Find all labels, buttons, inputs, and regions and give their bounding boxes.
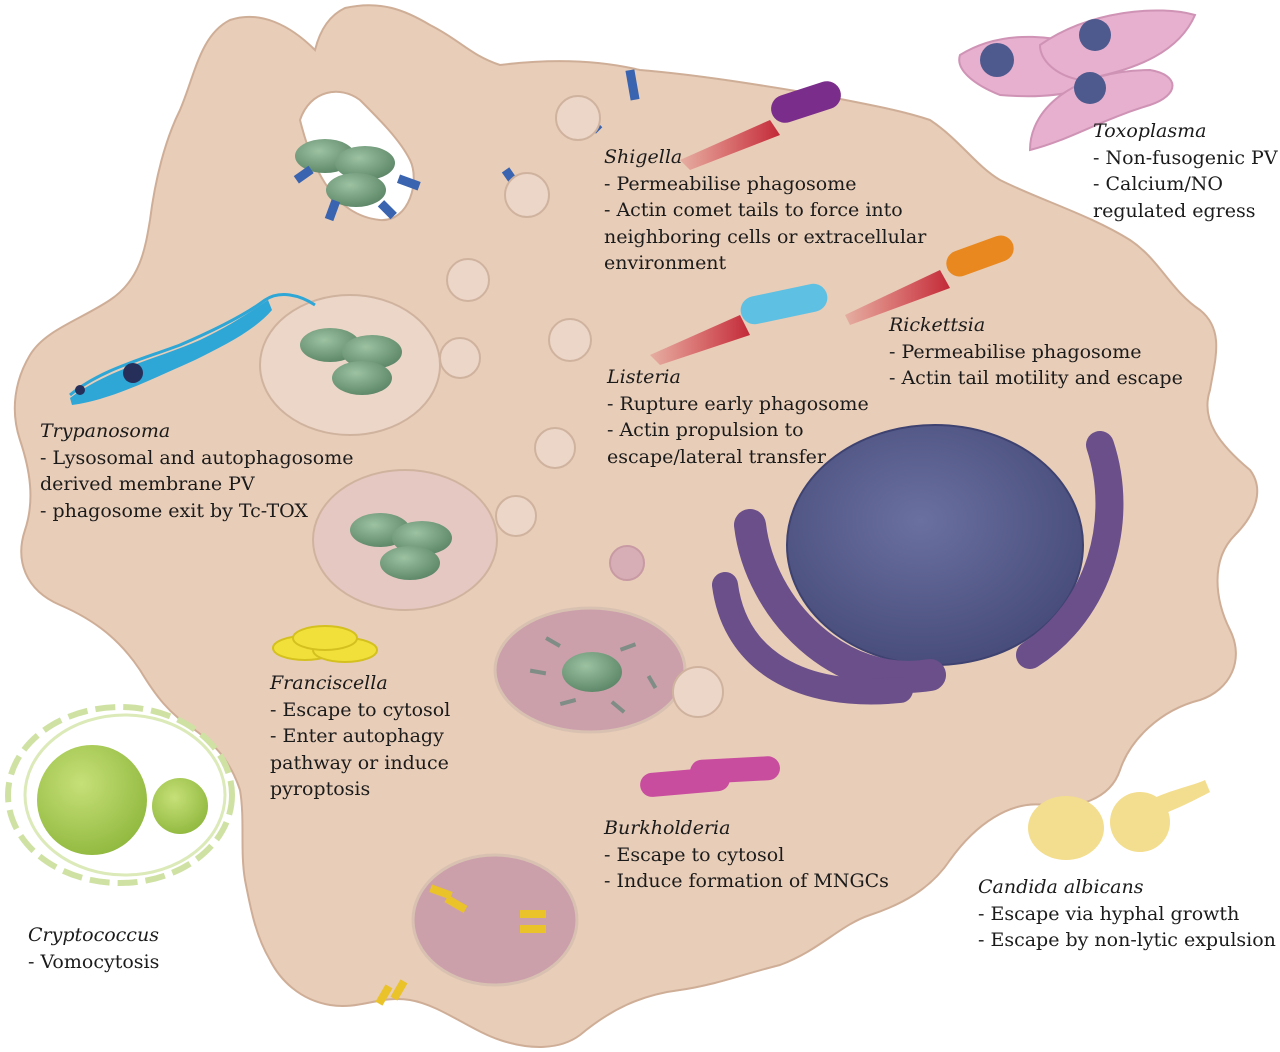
label-shigella-line-3: neighboring cells or extracellular [604, 225, 927, 248]
label-trypanosoma: Trypanosoma - Lysosomal and autophagosom… [40, 418, 354, 524]
surface-receptors [293, 69, 640, 222]
label-listeria-line-1: - Rupture early phagosome [607, 392, 869, 415]
label-listeria-line-3: escape/lateral transfer [607, 445, 826, 468]
label-francisella-line-4: pyroptosis [270, 778, 371, 801]
label-rickettsia-name: Rickettsia [889, 314, 986, 336]
toxoplasma-parasite [958, 9, 1197, 152]
label-shigella-line-1: - Permeabilise phagosome [604, 172, 857, 195]
label-trypanosoma-line-3: - phagosome exit by Tc-TOX [40, 499, 308, 522]
phagosome-upper [259, 294, 441, 436]
trypanosoma-parasite [69, 293, 316, 405]
label-toxoplasma-line-2: - Calcium/NO [1093, 173, 1223, 196]
vesicles [439, 95, 601, 537]
label-candida-line-1: - Escape via hyphal growth [978, 902, 1240, 925]
label-listeria: Listeria - Rupture early phagosome - Act… [607, 364, 869, 470]
label-trypanosoma-line-2: derived membrane PV [40, 473, 255, 496]
label-toxoplasma-name: Toxoplasma [1093, 120, 1207, 142]
francisella-bacteria [272, 625, 378, 663]
label-francisella-line-1: - Escape to cytosol [270, 698, 451, 721]
label-candida-name: Candida albicans [978, 876, 1144, 898]
label-toxoplasma-line-3: regulated egress [1093, 199, 1256, 222]
label-trypanosoma-line-1: - Lysosomal and autophagosome [40, 446, 354, 469]
label-candida: Candida albicans - Escape via hyphal gro… [978, 874, 1276, 954]
label-shigella-line-2: - Actin comet tails to force into [604, 199, 903, 222]
phagolysosome [493, 606, 724, 734]
label-francisella-name: Franciscella [270, 672, 388, 694]
label-trypanosoma-name: Trypanosoma [40, 420, 171, 442]
rickettsia-bacterium [845, 235, 1014, 325]
label-burkholderia-line-1: - Escape to cytosol [604, 843, 785, 866]
label-rickettsia-line-2: - Actin tail motility and escape [889, 367, 1183, 390]
label-rickettsia: Rickettsia - Permeabilise phagosome - Ac… [889, 312, 1183, 392]
label-francisella-line-2: - Enter autophagy [270, 725, 444, 748]
label-listeria-line-2: - Actin propulsion to [607, 419, 804, 442]
cryptococcus-yeast [5, 704, 235, 886]
label-toxoplasma: Toxoplasma - Non-fusogenic PV - Calcium/… [1093, 118, 1278, 224]
label-burkholderia: Burkholderia - Escape to cytosol - Induc… [604, 815, 889, 895]
burkholderia-bacteria [640, 756, 780, 797]
label-listeria-name: Listeria [607, 366, 681, 388]
small-lysosome [609, 545, 645, 581]
label-francisella: Franciscella - Escape to cytosol - Enter… [270, 670, 450, 803]
label-rickettsia-line-1: - Permeabilise phagosome [889, 340, 1142, 363]
label-shigella: Shigella - Permeabilise phagosome - Acti… [604, 144, 926, 277]
label-burkholderia-name: Burkholderia [604, 817, 731, 839]
phagosome-middle [312, 469, 498, 611]
candida-phagosome [375, 853, 579, 1006]
label-cryptococcus-name: Cryptococcus [28, 924, 159, 946]
label-candida-line-2: - Escape by non-lytic expulsion [978, 929, 1276, 952]
label-cryptococcus: Cryptococcus - Vomocytosis [28, 922, 159, 975]
label-francisella-line-3: pathway or induce [270, 751, 449, 774]
label-cryptococcus-line-1: - Vomocytosis [28, 950, 160, 973]
cup-bacteria [295, 139, 395, 207]
label-burkholderia-line-2: - Induce formation of MNGCs [604, 870, 889, 893]
endoplasmic-reticulum [712, 431, 1124, 705]
label-shigella-line-4: environment [604, 252, 727, 275]
label-shigella-name: Shigella [604, 146, 683, 168]
shigella-bacterium [680, 81, 841, 170]
label-toxoplasma-line-1: - Non-fusogenic PV [1093, 146, 1278, 169]
candida-yeast [1028, 780, 1210, 860]
listeria-bacterium [650, 283, 828, 365]
